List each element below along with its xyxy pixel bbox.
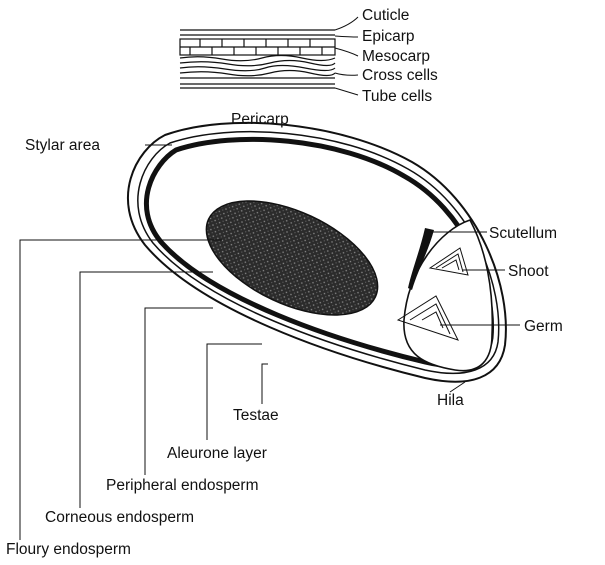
- testae-leader: [262, 364, 268, 404]
- label-mesocarp: Mesocarp: [362, 48, 430, 65]
- label-corneous-endosperm: Corneous endosperm: [45, 509, 194, 526]
- pericarp-layers-inset: [180, 30, 335, 88]
- label-cross-cells: Cross cells: [362, 67, 438, 84]
- label-floury-endosperm: Floury endosperm: [6, 541, 131, 558]
- aleurone-leader: [207, 344, 262, 440]
- label-testae: Testae: [233, 407, 279, 424]
- label-tube-cells: Tube cells: [362, 88, 432, 105]
- grain-body: [128, 123, 506, 382]
- inset-leader-lines: [335, 17, 358, 95]
- cross-cells-leader: [335, 73, 358, 75]
- label-shoot: Shoot: [508, 263, 549, 280]
- mesocarp-leader: [335, 48, 358, 56]
- label-stylar-area: Stylar area: [25, 137, 100, 154]
- label-cuticle: Cuticle: [362, 7, 409, 24]
- label-epicarp: Epicarp: [362, 28, 415, 45]
- hila-leader: [450, 382, 465, 392]
- mesocarp-layer: [180, 56, 335, 76]
- cuticle-leader: [335, 17, 358, 30]
- corneous-endosperm-leader: [80, 272, 213, 508]
- tube-cells-leader: [335, 88, 358, 95]
- label-peripheral-endosperm: Peripheral endosperm: [106, 477, 259, 494]
- label-hila: Hila: [437, 392, 464, 409]
- label-scutellum: Scutellum: [489, 225, 557, 242]
- epicarp-leader: [335, 36, 358, 37]
- label-aleurone-layer: Aleurone layer: [167, 445, 267, 462]
- label-germ: Germ: [524, 318, 563, 335]
- label-pericarp: Pericarp: [231, 111, 289, 128]
